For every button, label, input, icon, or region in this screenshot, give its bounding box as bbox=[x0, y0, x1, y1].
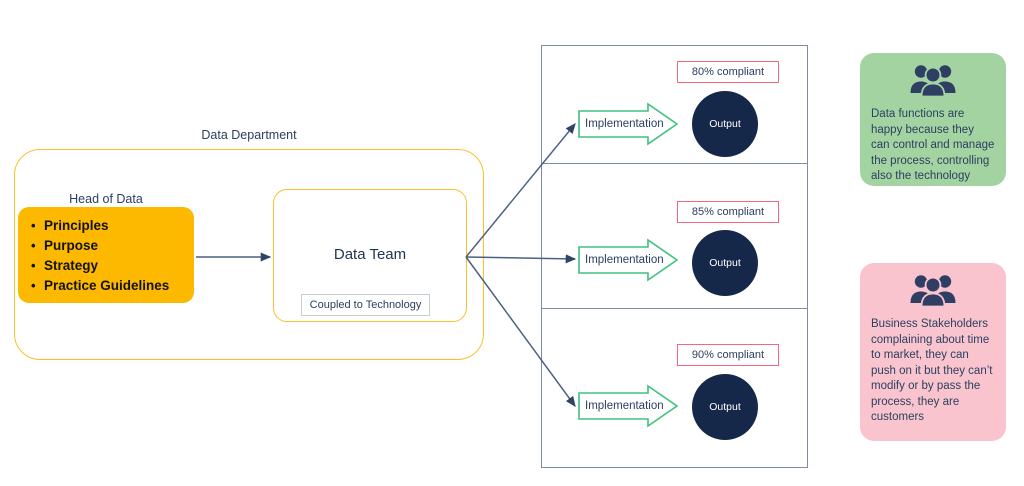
status-badge: 85% compliant bbox=[677, 201, 779, 223]
implementation-arrow bbox=[578, 238, 679, 282]
callout-text: Data functions are happy because they ca… bbox=[871, 108, 995, 182]
people-group-icon bbox=[871, 63, 995, 102]
people-group-glyph bbox=[910, 65, 956, 98]
data-department-label: Data Department bbox=[201, 128, 297, 142]
list-item: Strategy bbox=[31, 256, 194, 276]
list-item: Purpose bbox=[31, 236, 194, 256]
coupled-to-technology-chip: Coupled to Technology bbox=[301, 294, 430, 316]
people-group-glyph bbox=[910, 275, 956, 308]
panel-divider-2 bbox=[541, 308, 808, 309]
implementation-label: Implementation bbox=[585, 400, 664, 412]
output-node: Output bbox=[692, 91, 758, 157]
implementation-label: Implementation bbox=[585, 254, 664, 266]
people-group-icon bbox=[871, 273, 995, 312]
head-of-data-box: Principles Purpose Strategy Practice Gui… bbox=[18, 207, 194, 303]
callout-business-stakeholders: Business Stakeholders complaining about … bbox=[860, 263, 1006, 441]
implementation-arrow bbox=[578, 102, 679, 146]
arrow-shape-icon bbox=[578, 238, 679, 282]
implementation-arrow bbox=[578, 384, 679, 428]
arrow-shape-icon bbox=[578, 384, 679, 428]
callout-text: Business Stakeholders complaining about … bbox=[871, 318, 993, 423]
output-node: Output bbox=[692, 374, 758, 440]
head-of-data-label: Head of Data bbox=[69, 192, 143, 206]
panel-divider-1 bbox=[541, 163, 808, 164]
output-node: Output bbox=[692, 230, 758, 296]
data-team-title: Data Team bbox=[333, 246, 407, 263]
head-of-data-list: Principles Purpose Strategy Practice Gui… bbox=[18, 216, 194, 296]
implementation-label: Implementation bbox=[585, 118, 664, 130]
list-item: Principles bbox=[31, 216, 194, 236]
status-badge: 80% compliant bbox=[677, 61, 779, 83]
list-item: Practice Guidelines bbox=[31, 276, 194, 296]
status-badge: 90% compliant bbox=[677, 344, 779, 366]
arrow-shape-icon bbox=[578, 102, 679, 146]
callout-data-functions: Data functions are happy because they ca… bbox=[860, 53, 1006, 186]
